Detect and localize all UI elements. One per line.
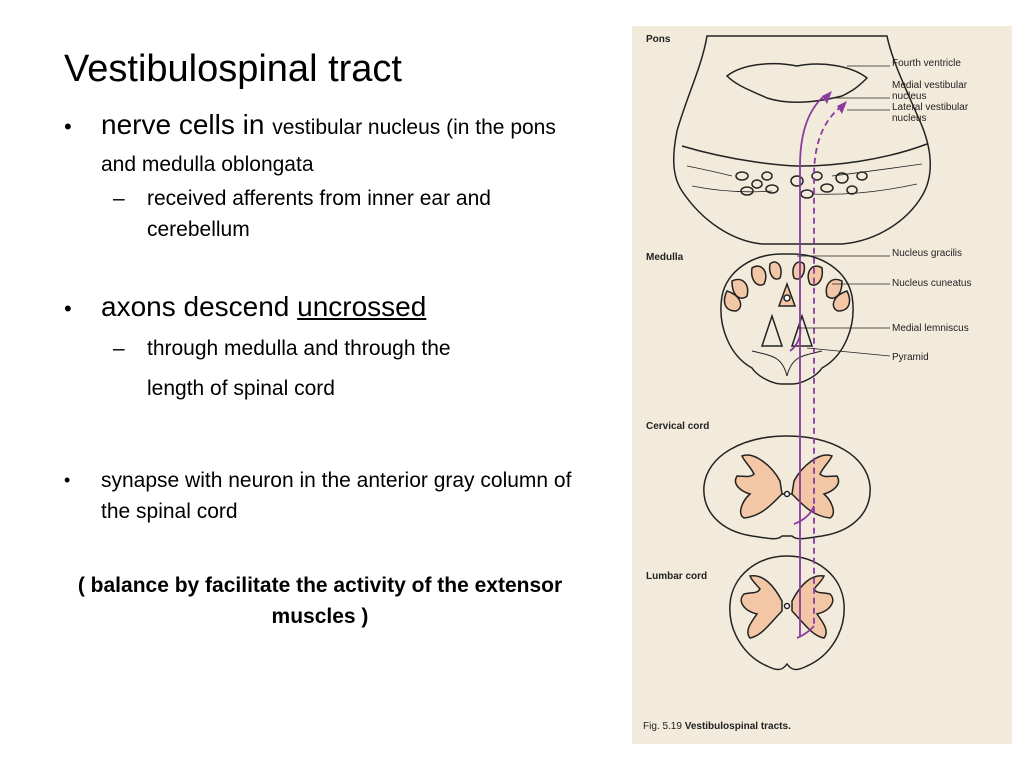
bullet-dot: • xyxy=(64,114,72,139)
label-pons: Pons xyxy=(646,34,671,45)
annotation-medial-lemniscus: Medial lemniscus xyxy=(892,323,969,334)
bullet-dot: • xyxy=(64,470,71,490)
annotation-pyramid: Pyramid xyxy=(892,352,929,363)
balance-note: ( balance by facilitate the activity of … xyxy=(77,574,563,628)
figure-caption-number: Fig. 5.19 xyxy=(643,721,682,732)
annotation-lateral-vestibular: Lateral vestibular nucleus xyxy=(892,102,969,124)
tract-lines xyxy=(789,95,843,639)
bullet-nerve-cells-detail: vestibular nucleus (in the pons and medu… xyxy=(101,116,556,176)
annotation-nucleus-cuneatus: Nucleus cuneatus xyxy=(892,278,972,289)
figure-caption-title: Vestibulospinal tracts. xyxy=(684,721,791,732)
dash-marker: – xyxy=(113,187,125,210)
bullet-axons-prefix: axons descend xyxy=(101,291,298,322)
label-cervical-cord: Cervical cord xyxy=(646,421,710,432)
sub-bullet-afferents-text: received afferents from inner ear and ce… xyxy=(147,187,491,241)
medulla-section xyxy=(720,253,854,385)
bullet-synapse-text: synapse with neuron in the anterior gray… xyxy=(101,469,572,523)
sub-bullet-medulla-line1: through medulla and through the xyxy=(147,337,451,360)
dash-marker: – xyxy=(113,337,125,360)
label-lumbar-cord: Lumbar cord xyxy=(646,571,708,582)
vestibulospinal-figure: Pons Medulla Cervical cord Lumbar cord F… xyxy=(632,26,1012,744)
slide-title: Vestibulospinal tract xyxy=(64,48,402,90)
cervical-section xyxy=(703,435,871,540)
annotation-medial-vestibular: Medial vestibular nucleus xyxy=(892,80,968,102)
bullet-axons-uncrossed: uncrossed xyxy=(297,291,427,322)
tract-lateral xyxy=(813,105,843,626)
tract-arrowheads xyxy=(822,91,847,114)
leader-lines xyxy=(797,65,891,357)
bullet-dot: • xyxy=(64,296,72,321)
tract-medial xyxy=(799,95,825,636)
bullet-nerve-cells-lead: nerve cells in xyxy=(101,109,273,140)
lumbar-section xyxy=(729,555,845,671)
annotation-nucleus-gracilis: Nucleus gracilis xyxy=(892,248,963,259)
figure-caption: Fig. 5.19 Vestibulospinal tracts. xyxy=(643,721,791,732)
annotation-fourth-ventricle: Fourth ventricle xyxy=(892,58,961,69)
sub-bullet-medulla-line2: length of spinal cord xyxy=(147,377,335,400)
figure-illustration xyxy=(672,35,931,671)
pons-section xyxy=(672,35,931,245)
label-medulla: Medulla xyxy=(646,252,684,263)
